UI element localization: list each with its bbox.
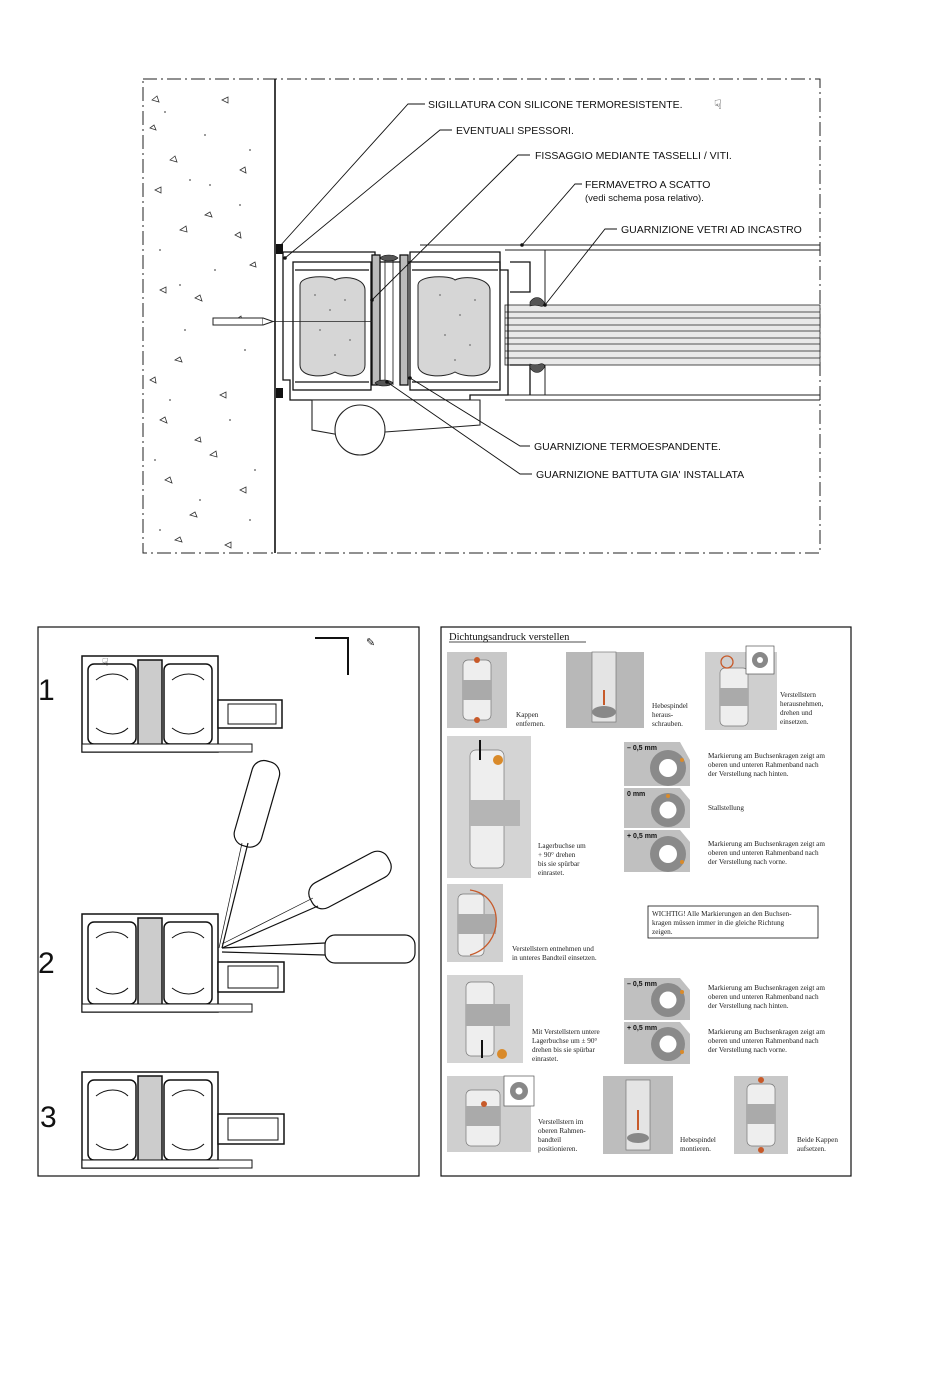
label-silicone: SIGILLATURA CON SILICONE TERMORESISTENTE… (428, 99, 683, 111)
setting-minus-2: – 0,5 mm (624, 978, 690, 1020)
setting-minus-text-2: oberen und unteren Rahmenband nach (708, 761, 819, 769)
window-profile (282, 251, 531, 401)
setting-minus-text-3: der Verstellung nach hinten. (708, 770, 789, 778)
setting-plus-text-2: oberen und unteren Rahmenband nach (708, 849, 819, 857)
pencil-icon: ✎ (366, 637, 375, 649)
setting-plus-2-text-2: oberen und unteren Rahmenband nach (708, 1037, 819, 1045)
leader-lines (279, 103, 617, 475)
setting-minus-2-text-3: der Verstellung nach hinten. (708, 1002, 789, 1010)
screw-fixing (212, 317, 372, 326)
label-spacers: EVENTUALI SPESSORI. (456, 125, 574, 137)
caption-spindle-2: heraus- (652, 711, 674, 719)
setting-minus-mm: – 0,5 mm (627, 745, 657, 752)
silicone-top (276, 244, 283, 254)
caption-caps-fit-1: Beide Kappen (797, 1136, 838, 1144)
setting-zero-mm: 0 mm (627, 791, 645, 798)
caption-star-position-2: oberen Rahmen- (538, 1127, 586, 1135)
setting-plus-2-text-1: Markierung am Buchsenkragen zeigt am (708, 1028, 825, 1036)
caption-bushing-2: + 90° drehen (538, 851, 576, 859)
profile-step-3 (81, 1071, 285, 1169)
setting-plus-text-3: der Verstellung nach vorne. (708, 858, 787, 866)
photo-spindle (566, 651, 644, 728)
sash-lines (420, 244, 820, 401)
setting-plus-2: + 0,5 mm (624, 1022, 690, 1064)
setting-plus: + 0,5 mm (624, 830, 690, 872)
glazing-gaskets (374, 254, 545, 387)
instruction-panel: Dichtungsandruck verstellen Kappen entfe… (440, 626, 852, 1177)
hand-icon: ☟ (102, 657, 109, 669)
label-glass-gasket: GUARNIZIONE VETRI AD INCASTRO (621, 224, 802, 236)
label-thermo-gasket: GUARNIZIONE TERMOESPANDENTE. (534, 441, 721, 453)
caption-lower-bushing-1: Mit Verstellstern untere (532, 1028, 600, 1036)
caption-lower-bushing-3: drehen bis sie spürbar (532, 1046, 595, 1054)
caption-lower-bushing-2: Lagerbuchse um ± 90° (532, 1037, 597, 1045)
assembly-steps-panel: ✎ 1 2 3 ☟ (37, 626, 420, 1177)
setting-zero-text: Stallstellung (708, 804, 744, 812)
step-number-3: 3 (40, 1101, 57, 1134)
glass-panes (504, 304, 821, 366)
instruction-title: Dichtungsandruck verstellen (449, 632, 570, 643)
label-glazing-bead-note: (vedi schema posa relativo). (585, 193, 704, 204)
label-fixing: FISSAGGIO MEDIANTE TASSELLI / VITI. (535, 150, 732, 162)
caption-star-insert-1: Verstellstern entnehmen und (512, 945, 594, 953)
caption-star-position-4: positionieren. (538, 1145, 578, 1153)
corner-mark (315, 637, 349, 675)
warning-text-2: kragen müssen immer in die gleiche Richt… (652, 919, 785, 927)
caption-caps-1: Kappen (516, 711, 539, 719)
caption-star-3: drehen und (780, 709, 813, 717)
silicone-bottom (276, 388, 283, 398)
step-number-2: 2 (38, 947, 55, 980)
caption-spindle-1: Hebespindel (652, 702, 688, 710)
photo-star (705, 645, 777, 730)
setting-minus-text-1: Markierung am Buchsenkragen zeigt am (708, 752, 825, 760)
caption-spindle-3: schrauben. (652, 720, 683, 728)
photo-lower-bushing (447, 975, 523, 1063)
caption-star-2: herausnehmen, (780, 700, 824, 708)
step-number-1: 1 (38, 674, 55, 707)
caption-bushing-4: einrastet. (538, 869, 564, 877)
warning-text-3: zeigen. (652, 928, 673, 936)
photo-bushing (447, 736, 531, 878)
caption-bushing-3: bis sie spürbar (538, 860, 580, 868)
setting-minus-2-text-1: Markierung am Buchsenkragen zeigt am (708, 984, 825, 992)
label-glazing-bead: FERMAVETRO A SCATTO (585, 179, 710, 191)
screwdriver-tools (218, 759, 416, 964)
setting-minus: – 0,5 mm (624, 742, 690, 786)
setting-plus-mm: + 0,5 mm (627, 833, 657, 840)
caption-star-1: Verstellstern (780, 691, 816, 699)
setting-minus-2-mm: – 0,5 mm (627, 981, 657, 988)
profile-step-1 (81, 655, 283, 753)
photo-caps (447, 652, 507, 728)
setting-plus-2-mm: + 0,5 mm (627, 1025, 657, 1032)
photo-star-position (447, 1075, 535, 1152)
leader-arrows (278, 243, 547, 384)
setting-plus-text-1: Markierung am Buchsenkragen zeigt am (708, 840, 825, 848)
caption-spindle-mount-1: Hebespindel (680, 1136, 716, 1144)
section-drawing: SIGILLATURA CON SILICONE TERMORESISTENTE… (142, 78, 821, 554)
photo-star-insert (447, 884, 503, 962)
caption-caps-fit-2: aufsetzen. (797, 1145, 826, 1153)
caption-star-position-1: Verstellstern im (538, 1118, 584, 1126)
insulation-fill (299, 276, 491, 377)
caption-star-insert-2: in unteres Bandteil einsetzen. (512, 954, 597, 962)
photo-caps-fit (734, 1076, 788, 1154)
caption-spindle-mount-2: montieren. (680, 1145, 711, 1153)
setting-zero: 0 mm (624, 788, 690, 828)
caption-caps-2: entfernen. (516, 720, 545, 728)
caption-star-4: einsetzen. (780, 718, 809, 726)
caption-lower-bushing-4: einrastet. (532, 1055, 558, 1063)
profile-step-2 (81, 913, 285, 1013)
label-stop-gasket: GUARNIZIONE BATTUTA GIA' INSTALLATA (536, 469, 744, 481)
setting-plus-2-text-3: der Verstellung nach vorne. (708, 1046, 787, 1054)
hinge-section (311, 399, 481, 456)
setting-minus-2-text-2: oberen und unteren Rahmenband nach (708, 993, 819, 1001)
concrete-wall (149, 79, 276, 553)
hand-cursor-icon: ☟ (714, 97, 722, 112)
caption-bushing-1: Lagerbuchse um (538, 842, 586, 850)
warning-box: WICHTIG! Alle Markierungen an den Buchse… (647, 905, 819, 939)
caption-star-position-3: bandteil (538, 1136, 561, 1144)
warning-text-1: WICHTIG! Alle Markierungen an den Buchse… (652, 910, 792, 918)
photo-spindle-mount (603, 1076, 673, 1154)
